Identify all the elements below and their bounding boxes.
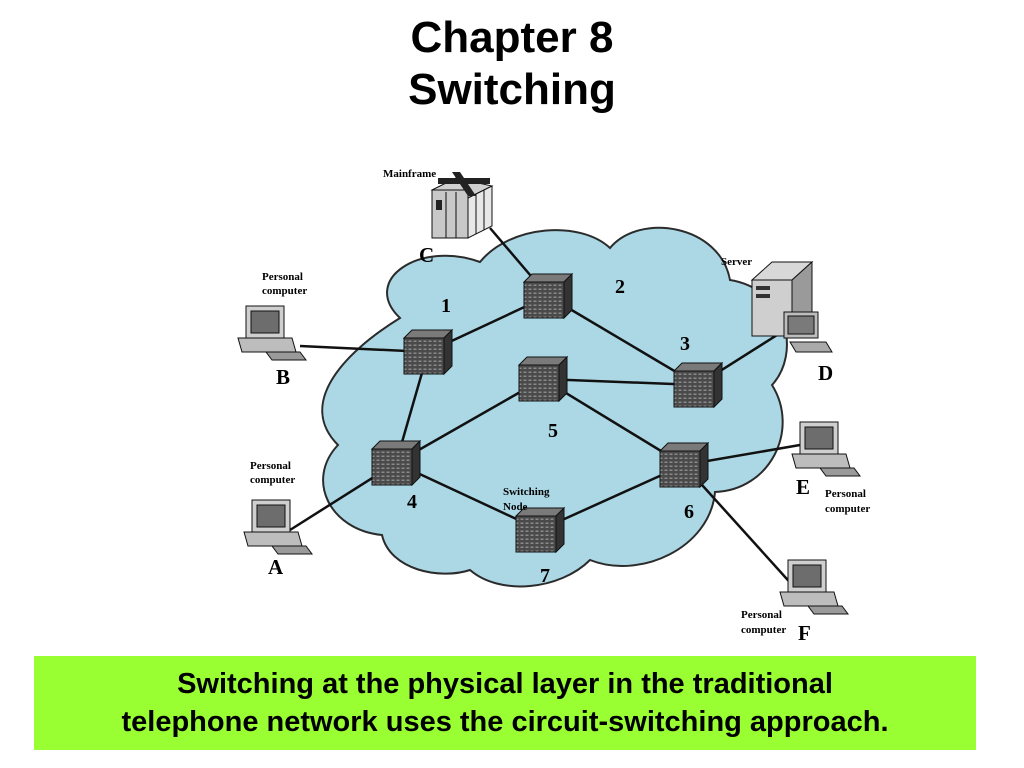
- node-number-1: 1: [441, 295, 451, 317]
- computer-icon-e: [791, 421, 861, 477]
- switching-node-3: [672, 361, 724, 409]
- node-number-4: 4: [407, 491, 417, 513]
- switching-node-4: [370, 439, 422, 487]
- switching-node-7: [514, 506, 566, 554]
- caption-line-1: Switching at the physical layer in the t…: [177, 668, 833, 700]
- station-e-letter: E: [796, 475, 810, 499]
- switching-node-2: [522, 272, 574, 320]
- link-6-f: [683, 464, 796, 589]
- node-number-7: 7: [540, 565, 550, 587]
- station-b-letter: B: [276, 365, 290, 389]
- node-number-2: 2: [615, 276, 625, 298]
- switching-node-label-line-2: Node: [503, 501, 528, 513]
- station-a-letter: A: [268, 555, 284, 579]
- link-2-3: [547, 294, 699, 387]
- caption-box: Switching at the physical layer in the t…: [34, 656, 976, 750]
- node-number-3: 3: [680, 333, 690, 355]
- switching-node-1: [402, 328, 454, 376]
- station-e-label-line-2: computer: [825, 503, 870, 515]
- mainframe-icon: [430, 172, 494, 239]
- station-d-letter: D: [818, 361, 833, 385]
- station-e-label-line-1: Personal: [825, 488, 866, 500]
- node-number-5: 5: [548, 420, 558, 442]
- slide-title: Chapter 8 Switching: [0, 12, 1024, 116]
- switching-node-label-line-1: Switching: [503, 486, 550, 498]
- computer-icon-b: [237, 305, 307, 361]
- network-cloud: [321, 226, 788, 588]
- station-f-letter: F: [798, 621, 811, 645]
- station-f-label-line-2: computer: [741, 624, 786, 636]
- title-line-1: Chapter 8: [410, 13, 614, 62]
- station-b-label-line-2: computer: [262, 285, 307, 297]
- node-numbers: 1 2 3 4 5 6 7: [407, 276, 694, 587]
- switching-nodes: [370, 272, 724, 554]
- switching-node-6: [658, 441, 710, 489]
- station-a-label-line-1: Personal: [250, 460, 291, 472]
- station-c-label: Mainframe: [383, 168, 436, 180]
- link-5-3: [542, 377, 699, 387]
- station-f-label-line-1: Personal: [741, 609, 782, 621]
- server-icon: [750, 260, 833, 353]
- station-a-label-line-2: computer: [250, 474, 295, 486]
- switching-node-5: [517, 355, 569, 403]
- caption-line-2: telephone network uses the circuit-switc…: [121, 706, 889, 738]
- station-c-letter: C: [419, 243, 434, 267]
- station-d-label: Server: [721, 256, 752, 268]
- station-b-label-line-1: Personal: [262, 271, 303, 283]
- computer-icon-f: [779, 559, 849, 615]
- node-number-6: 6: [684, 501, 694, 523]
- computer-icon-a: [243, 499, 313, 555]
- title-line-2: Switching: [408, 65, 616, 114]
